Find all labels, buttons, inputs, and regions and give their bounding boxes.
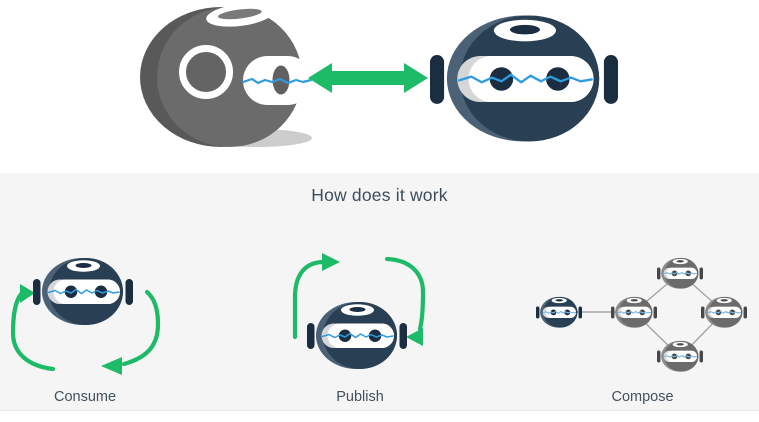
consume-out-arrow <box>121 289 161 367</box>
publish-up-arrowhead <box>322 253 340 271</box>
consume-diagram <box>10 258 161 375</box>
publish-down-arrowhead <box>406 328 423 346</box>
robot-left-ear <box>657 350 661 363</box>
robot-left-ear <box>701 306 705 319</box>
hero-robots-svg <box>140 3 618 147</box>
compose-node-robot <box>611 296 657 328</box>
robot-voice-wave <box>241 77 313 85</box>
robot-right-ear <box>125 279 133 305</box>
publish-robot <box>307 302 407 369</box>
robot-right-ear <box>699 350 703 363</box>
robot-left-ear <box>307 323 315 349</box>
robot-voice-wave <box>663 354 698 358</box>
how-it-works-section: How does it work <box>0 173 759 411</box>
robot-side-ring <box>179 45 233 99</box>
compose-node-robot <box>657 340 703 372</box>
publish-label: Publish <box>336 389 384 405</box>
navy-robot-front <box>430 15 618 142</box>
robot-left-eye <box>338 329 352 342</box>
robot-speaker-hole <box>676 343 684 346</box>
compose-label: Compose <box>611 389 674 405</box>
compose-source-robot <box>536 296 582 328</box>
robot-voice-wave <box>663 271 698 275</box>
robot-left-ear <box>430 55 445 104</box>
robot-voice-wave <box>457 73 593 84</box>
consume-in-arrow <box>10 291 56 372</box>
robot-voice-wave <box>542 310 577 314</box>
robot-left-ear <box>611 306 615 319</box>
publish-down-arrow <box>384 256 426 332</box>
robot-speaker-hole <box>349 307 366 312</box>
robot-right-ear <box>699 267 703 280</box>
hero-illustration <box>0 0 759 173</box>
robot-speaker-hole <box>75 263 92 268</box>
consume-out-arrowhead <box>101 357 122 375</box>
robot-voice-wave <box>617 310 652 314</box>
robot-speaker <box>206 3 274 27</box>
robot-speaker-hole <box>676 260 684 263</box>
robot-voice-wave <box>321 332 394 339</box>
robot-speaker-hole <box>630 299 638 302</box>
robot-right-ear <box>399 323 407 349</box>
robot-right-ear <box>578 306 582 319</box>
robot-speaker-hole <box>555 299 563 302</box>
robot-right-ear <box>653 306 657 319</box>
robot-speaker-hole <box>720 299 728 302</box>
robot-right-ear <box>603 55 618 104</box>
publish-diagram <box>292 253 426 369</box>
consume-label: Consume <box>53 389 117 405</box>
robot-voice-wave <box>707 310 742 314</box>
compose-node-robot <box>657 257 703 289</box>
consume-in-arrowhead <box>20 284 35 303</box>
robot-speaker-hole <box>509 24 540 35</box>
robot-left-ear <box>33 279 41 305</box>
section-title: How does it work <box>311 185 448 205</box>
consume-robot <box>33 258 133 325</box>
robot-voice-wave <box>47 288 120 295</box>
robot-left-eye <box>489 67 514 91</box>
gray-robot-profile <box>140 3 313 147</box>
robot-right-ear <box>743 306 747 319</box>
double-arrow-icon <box>308 63 428 93</box>
robot-left-eye <box>64 285 78 298</box>
compose-diagram <box>536 257 747 372</box>
publish-up-arrow <box>292 259 325 340</box>
robot-left-ear <box>536 306 540 319</box>
bottom-strip <box>0 412 759 422</box>
robot-left-ear <box>657 267 661 280</box>
compose-node-robot <box>701 296 747 328</box>
